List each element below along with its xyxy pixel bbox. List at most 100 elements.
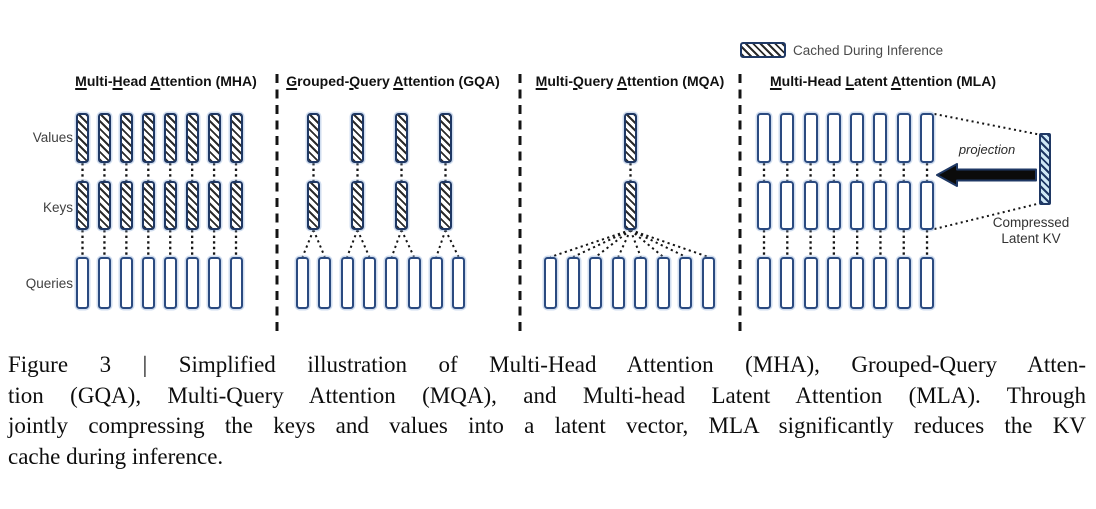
value-bar-mla — [896, 113, 911, 163]
key-query-connector — [444, 229, 460, 258]
key-query-connector — [346, 229, 359, 258]
value-bar-mla — [803, 113, 818, 163]
panel-title-mla: Multi-Head Latent Attention (MLA) — [769, 73, 997, 89]
query-bar-mla — [896, 257, 911, 309]
key-bar-mla — [920, 181, 935, 230]
key-bar-mla — [780, 181, 795, 230]
key-bar-mha — [119, 181, 133, 230]
key-query-connector — [595, 229, 632, 258]
value-bar-gqa — [395, 113, 408, 163]
key-bar-gqa — [395, 181, 408, 230]
value-bar-mla — [920, 113, 935, 163]
key-query-connector — [312, 229, 326, 258]
key-query-connector — [630, 229, 709, 258]
key-query-connector — [630, 229, 687, 258]
value-bar-gqa — [439, 113, 452, 163]
query-bar-mqa — [701, 257, 715, 309]
key-query-connector — [301, 229, 315, 258]
query-bar-mqa — [589, 257, 603, 309]
compressed-latent-kv-bar — [1039, 133, 1051, 205]
key-bar-mla — [803, 181, 818, 230]
query-bar-gqa — [318, 257, 332, 309]
key-bar-mha — [229, 181, 243, 230]
latent-link-line — [934, 113, 1040, 136]
value-bar-mha — [76, 113, 89, 163]
key-bar-mha — [207, 181, 221, 230]
value-bar-mla — [780, 113, 795, 163]
query-bar-mqa — [566, 257, 580, 309]
value-bar-mha — [119, 113, 133, 163]
query-bar-mla — [920, 257, 935, 309]
key-bar-mla — [896, 181, 911, 230]
query-bar-mla — [780, 257, 795, 309]
query-bar-gqa — [362, 257, 376, 309]
key-query-connector — [390, 229, 403, 258]
query-bar-gqa — [407, 257, 421, 309]
projection-arrow-icon — [936, 163, 1037, 187]
key-query-connector — [572, 229, 631, 258]
value-bar-gqa — [351, 113, 364, 163]
value-bar-mla — [826, 113, 841, 163]
query-bar-mha — [163, 257, 177, 309]
value-bar-mha — [97, 113, 111, 163]
caption-line: tion (GQA), Multi-Query Attention (MQA),… — [8, 382, 1086, 408]
key-bar-mla — [873, 181, 888, 230]
key-query-connector — [629, 229, 642, 258]
panel-title-mqa: Multi-Query Attention (MQA) — [535, 73, 725, 89]
value-bar-mqa — [624, 113, 637, 163]
query-bar-mha — [119, 257, 133, 309]
query-bar-gqa — [452, 257, 466, 309]
value-bar-gqa — [307, 113, 320, 163]
key-query-connector — [435, 229, 447, 258]
key-bar-mha — [163, 181, 177, 230]
query-bar-gqa — [429, 257, 443, 309]
value-bar-mha — [207, 113, 221, 163]
key-bar-mla — [826, 181, 841, 230]
legend-label: Cached During Inference — [793, 43, 944, 58]
caption-line: Figure 3 | Simplified illustration of Mu… — [8, 352, 1086, 377]
key-bar-gqa — [439, 181, 452, 230]
key-bar-mha — [185, 181, 199, 230]
key-query-connector — [400, 229, 415, 258]
key-bar-gqa — [307, 181, 320, 230]
value-bar-mha — [229, 113, 243, 163]
value-bar-mha — [163, 113, 177, 163]
query-bar-mha — [141, 257, 155, 309]
compressed-latent-kv-label: Compressed — [992, 215, 1070, 230]
key-query-connector — [629, 229, 664, 258]
key-query-connector — [550, 229, 631, 258]
key-bar-mha — [97, 181, 111, 230]
query-bar-mla — [803, 257, 818, 309]
caption-line: jointly compressing the keys and values … — [8, 413, 1086, 438]
key-bar-gqa — [351, 181, 364, 230]
query-bar-gqa — [340, 257, 354, 309]
key-bar-mha — [141, 181, 155, 230]
compressed-latent-kv-label: Latent KV — [1001, 231, 1061, 246]
query-bar-mha — [207, 257, 221, 309]
panel-title-mha: Multi-Head Attention (MHA) — [75, 73, 257, 89]
attention-diagram: Multi-Head Attention (MHA) Grouped-Query … — [25, 42, 1070, 332]
panel-title-gqa: Grouped-Query Attention (GQA) — [286, 73, 500, 89]
query-bar-mha — [185, 257, 199, 309]
key-query-connector — [617, 229, 632, 258]
query-bar-mla — [850, 257, 865, 309]
caption-line: cache during inference. — [8, 443, 224, 469]
key-bar-mla — [850, 181, 865, 230]
value-bar-mla — [850, 113, 865, 163]
query-bar-mqa — [634, 257, 648, 309]
query-bar-gqa — [296, 257, 309, 309]
value-bar-mha — [185, 113, 199, 163]
row-label-queries: Queries — [25, 276, 73, 291]
cached-hatch-swatch-icon — [740, 42, 786, 58]
query-bar-mha — [229, 257, 243, 309]
query-bar-mqa — [679, 257, 693, 309]
query-bar-mla — [757, 257, 771, 309]
query-bar-gqa — [385, 257, 399, 309]
value-bar-mla — [873, 113, 888, 163]
figure-caption: Figure 3 | Simplified illustration of Mu… — [8, 350, 1086, 472]
query-bar-mla — [826, 257, 841, 309]
row-label-keys: Keys — [42, 200, 73, 215]
row-label-values: Values — [32, 130, 73, 145]
query-bar-mqa — [611, 257, 625, 309]
